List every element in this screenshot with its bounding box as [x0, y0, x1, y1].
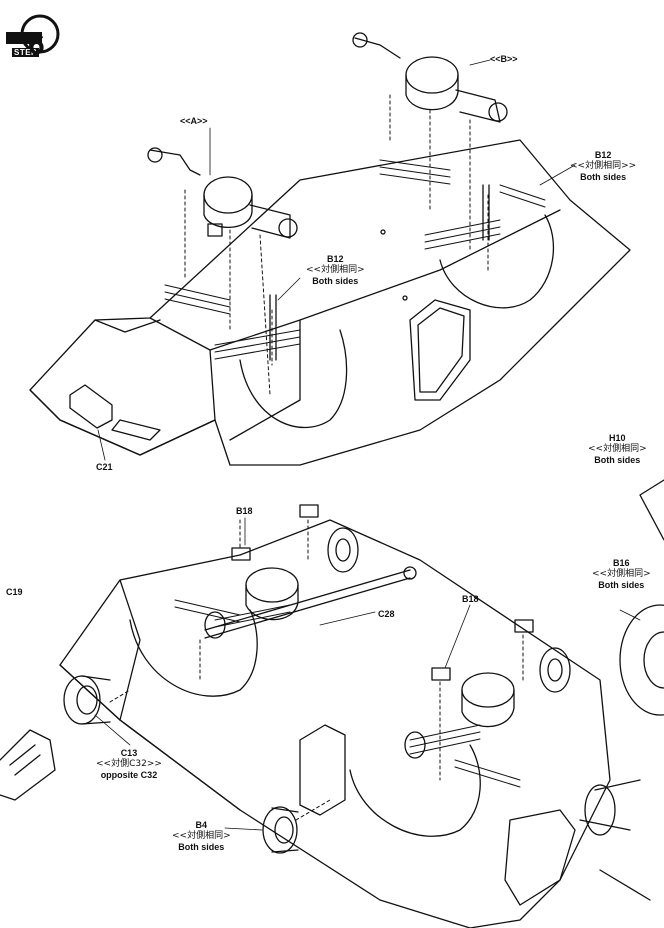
- h10-part: H10: [609, 433, 626, 443]
- label-c19: C19: [6, 587, 23, 597]
- label-b16: B16 <<対側相同> Both sides: [592, 558, 651, 591]
- label-c28: C28: [378, 609, 395, 619]
- label-b4: B4 <<対側相同> Both sides: [172, 820, 231, 853]
- b12-mid-part: B12: [327, 254, 344, 264]
- label-c13: C13 <<対側C32>> opposite C32: [96, 748, 162, 781]
- step-word: STEP: [12, 48, 39, 57]
- label-b18-left: B18: [236, 506, 253, 516]
- b4-en: Both sides: [178, 842, 225, 852]
- b16-en: Both sides: [598, 580, 645, 590]
- b16-jp: <<対側相同>: [592, 569, 651, 579]
- b4-part: B4: [195, 820, 208, 830]
- b12-top-part: B12: [594, 150, 612, 160]
- label-b12-top: B12 <<対側相同>> Both sides: [570, 150, 636, 183]
- leader-lines: [94, 59, 641, 831]
- b16-part: B16: [613, 558, 630, 568]
- b12-mid-jp: <<対側相同>: [306, 265, 365, 275]
- c13-part: C13: [120, 748, 138, 758]
- h10-en: Both sides: [594, 455, 641, 465]
- step-badge: STEP 6: [6, 14, 62, 61]
- left-partial-view: [0, 729, 56, 801]
- label-c21: C21: [96, 462, 113, 472]
- right-partial-view: [579, 479, 664, 901]
- label-axle-b: <<B>>: [490, 54, 518, 64]
- step-badge-shape: [6, 14, 60, 54]
- b12-top-jp: <<対側相同>>: [570, 161, 637, 171]
- label-b18-right: B18: [462, 594, 479, 604]
- axle-a: [147, 147, 298, 239]
- label-axle-a: <<A>>: [180, 116, 208, 126]
- c13-jp: <<対側C32>>: [96, 759, 162, 769]
- lower-hull: [59, 504, 611, 928]
- upper-hull: [29, 32, 631, 466]
- axle-b: [352, 32, 508, 123]
- label-b12-mid: B12 <<対側相同> Both sides: [306, 254, 365, 287]
- b12-top-en: Both sides: [580, 172, 627, 182]
- step-number: 6: [28, 28, 45, 61]
- wheels: [63, 527, 571, 854]
- label-h10: H10 <<対側相同> Both sides: [588, 433, 647, 466]
- b4-jp: <<対側相同>: [172, 831, 231, 841]
- h10-jp: <<対側相同>: [588, 444, 647, 454]
- b12-mid-en: Both sides: [312, 276, 359, 286]
- c13-en: opposite C32: [100, 770, 158, 780]
